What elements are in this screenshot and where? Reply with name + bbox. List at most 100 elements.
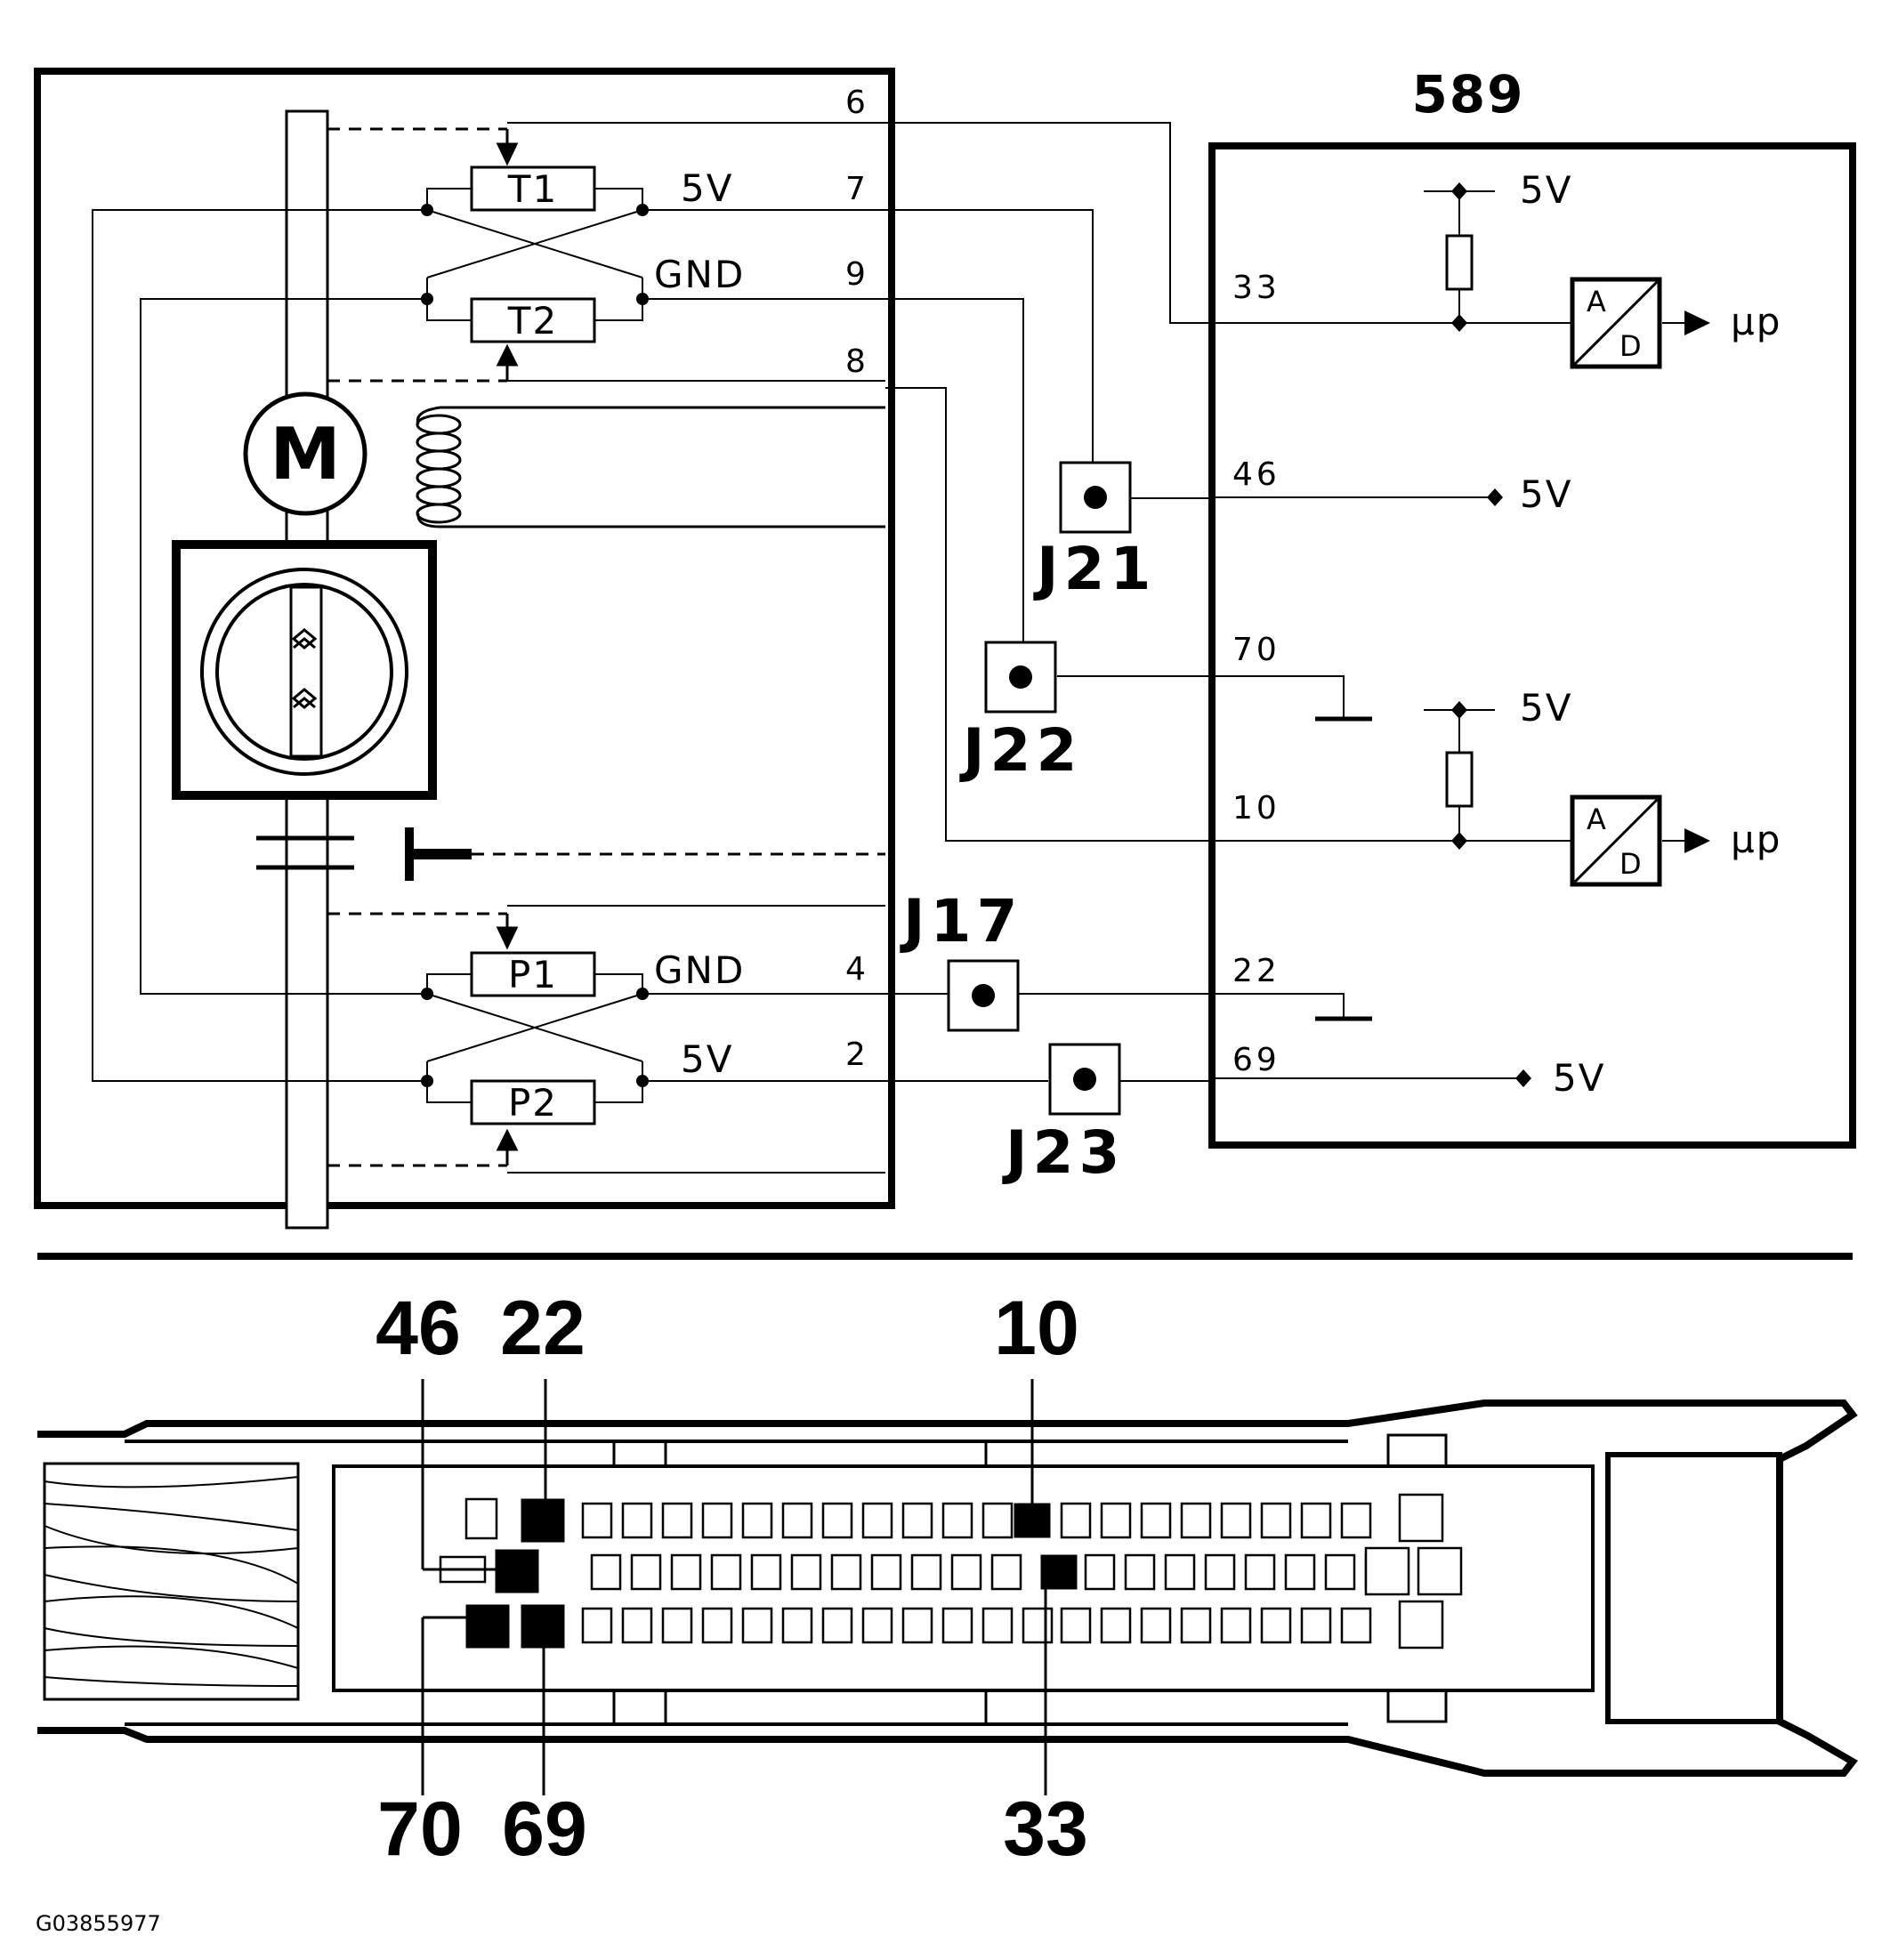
- unit-pin-6: 6: [845, 85, 869, 121]
- highlighted-cavities: [465, 1498, 1078, 1649]
- cavity: [1124, 1553, 1156, 1591]
- sensor-t1-label: T1: [507, 167, 558, 211]
- callout-33: 33: [1003, 1787, 1088, 1872]
- cavity: [830, 1553, 862, 1591]
- cavity: [661, 1502, 693, 1539]
- motor-label: M: [270, 413, 341, 496]
- cavity: [1284, 1553, 1316, 1591]
- cavity: [701, 1502, 733, 1539]
- cavity: [1084, 1553, 1116, 1591]
- cavity: [1140, 1607, 1172, 1644]
- cavity: [630, 1553, 662, 1591]
- cavity: [464, 1497, 498, 1540]
- cavity: [1340, 1502, 1372, 1539]
- ecu-pin-70: 70: [1232, 632, 1280, 668]
- ecu-589-box: [1208, 142, 1856, 1149]
- cavity: [1417, 1546, 1463, 1596]
- cavity: [1140, 1502, 1172, 1539]
- cavity: [670, 1553, 702, 1591]
- adc2-d-label: D: [1619, 847, 1642, 881]
- cavity: [581, 1502, 613, 1539]
- callout-70: 70: [377, 1787, 463, 1872]
- junction-j21-label: J21: [1033, 535, 1156, 603]
- t1-supply-label: 5V: [681, 166, 733, 210]
- cavity: [990, 1553, 1022, 1591]
- cavity: [621, 1502, 653, 1539]
- adc-converter-2: [1570, 794, 1662, 887]
- cable-strands: [44, 1476, 299, 1687]
- motor: [243, 391, 368, 516]
- adc-converter-1: [1570, 277, 1662, 369]
- cavity: [741, 1607, 773, 1644]
- sensor-p2-label: P2: [508, 1081, 558, 1125]
- cavity: [710, 1553, 742, 1591]
- unit-pin-4: 4: [845, 951, 869, 988]
- cavity: [1060, 1502, 1092, 1539]
- cavity: [1260, 1607, 1292, 1644]
- cavity: [861, 1607, 893, 1644]
- cavity: [1260, 1502, 1292, 1539]
- throttle-body: [172, 540, 437, 800]
- highlighted-cavity: [465, 1604, 510, 1649]
- cavity: [1364, 1546, 1410, 1596]
- wiper-arrows: [496, 129, 519, 1166]
- cavity: [981, 1502, 1014, 1539]
- callout-10: 10: [994, 1286, 1079, 1371]
- highlighted-cavity: [495, 1549, 539, 1593]
- adc2-a-label: A: [1587, 803, 1606, 836]
- shaft-coupling: [256, 835, 354, 870]
- callout-leaders: [421, 1379, 1047, 1795]
- cavity: [910, 1553, 942, 1591]
- unit-pin-9: 9: [845, 256, 869, 293]
- microprocessor-label-2: μp: [1731, 818, 1781, 861]
- junction-j17-label: J17: [900, 887, 1022, 956]
- cavity: [821, 1607, 853, 1644]
- cavity: [981, 1607, 1014, 1644]
- adc1-a-label: A: [1587, 285, 1606, 319]
- cavity: [621, 1607, 653, 1644]
- cavity: [1220, 1607, 1252, 1644]
- p2-supply-label: 5V: [681, 1037, 733, 1081]
- sensor-t2-label: T2: [507, 299, 558, 343]
- cavity: [701, 1607, 733, 1644]
- callout-46: 46: [376, 1286, 461, 1371]
- mechanical-stop: [405, 827, 472, 881]
- cavity: [1100, 1502, 1132, 1539]
- cavity: [781, 1607, 813, 1644]
- junction-j22-label: J22: [959, 716, 1082, 785]
- sensor-p1-label: P1: [508, 953, 558, 996]
- cavity: [1398, 1600, 1444, 1649]
- ecu-pin-46: 46: [1232, 456, 1280, 493]
- cavity: [781, 1502, 813, 1539]
- cavity: [950, 1553, 982, 1591]
- unit-pin-2: 2: [845, 1036, 869, 1073]
- callout-69: 69: [502, 1787, 587, 1872]
- ecu-module-number: 589: [1411, 64, 1524, 125]
- pullup-resistor-10: [1445, 751, 1474, 808]
- ecu-pin-33: 33: [1232, 270, 1280, 306]
- ecu-supply-label-3: 5V: [1520, 686, 1572, 730]
- cavity: [1244, 1553, 1276, 1591]
- ecu-pin-69: 69: [1232, 1042, 1280, 1078]
- unit-pin-7: 7: [845, 171, 869, 207]
- cavity: [1324, 1553, 1356, 1591]
- throttle-unit-housing: [34, 68, 895, 1209]
- cavity: [1300, 1502, 1332, 1539]
- cavity: [1164, 1553, 1196, 1591]
- microprocessor-label-1: μp: [1731, 300, 1781, 343]
- highlighted-cavity: [1040, 1554, 1078, 1590]
- junction-j21-box: [1059, 461, 1132, 534]
- cavity: [661, 1607, 693, 1644]
- cavity: [1340, 1607, 1372, 1644]
- cavity: [861, 1502, 893, 1539]
- ecu-connector: [37, 1399, 1858, 1777]
- cavity: [870, 1553, 902, 1591]
- ecu-supply-label-1: 5V: [1520, 168, 1572, 212]
- callout-22: 22: [500, 1286, 586, 1371]
- ecu-pin-10: 10: [1232, 790, 1280, 827]
- cavity: [901, 1607, 933, 1644]
- sensor-p2: [470, 1079, 596, 1125]
- cavity-array: [439, 1493, 1463, 1649]
- highlighted-cavity: [521, 1498, 565, 1543]
